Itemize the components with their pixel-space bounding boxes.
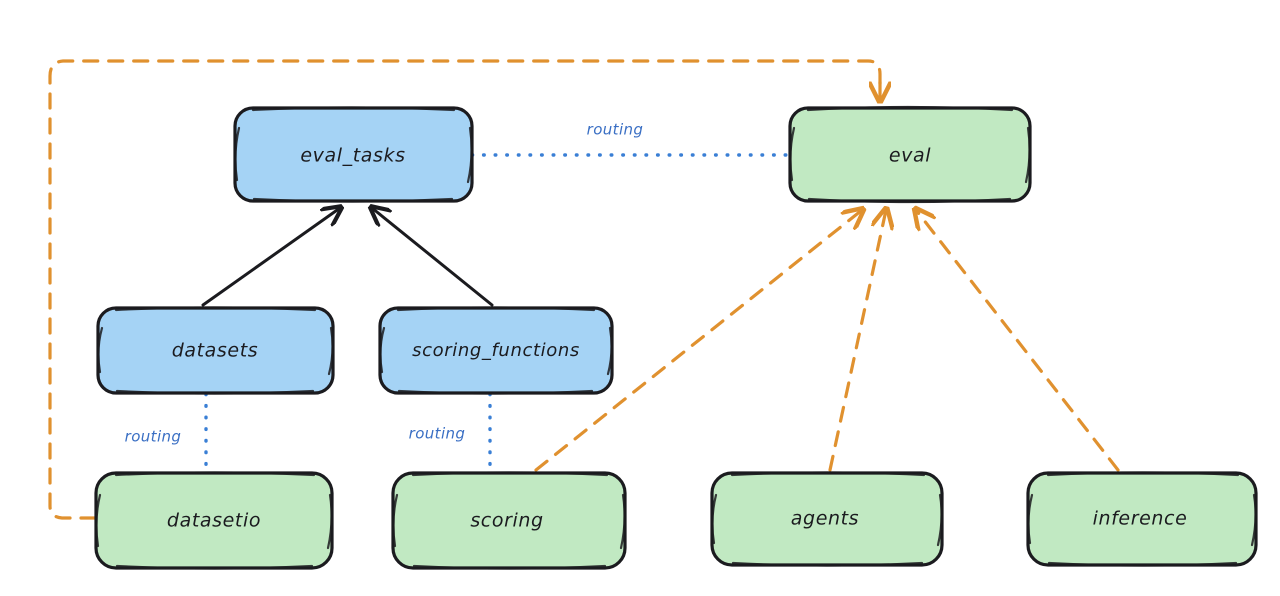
node-label-scoring: scoring	[470, 510, 543, 532]
edge-datasets-to-eval-tasks	[201, 208, 340, 307]
node-scoring[interactable]: scoring	[391, 471, 627, 570]
node-inference[interactable]: inference	[1026, 471, 1258, 567]
node-label-inference: inference	[1093, 508, 1188, 530]
node-label-eval: eval	[889, 145, 931, 167]
edge-agents-to-eval	[828, 210, 886, 472]
edge-inference-to-eval	[916, 210, 1120, 472]
edge-scoring-functions-to-eval-tasks	[372, 208, 494, 307]
edge-scoring-to-eval	[534, 210, 862, 472]
edge-label-routing-middle: routing	[409, 425, 466, 443]
node-label-datasetio: datasetio	[167, 510, 261, 532]
edge-label-routing-top: routing	[587, 121, 644, 139]
node-eval-tasks[interactable]: eval_tasks	[233, 106, 474, 203]
node-datasets[interactable]: datasets	[96, 306, 335, 395]
edge-label-routing-left: routing	[125, 428, 182, 446]
node-label-datasets: datasets	[172, 340, 259, 362]
node-datasetio[interactable]: datasetio	[94, 471, 334, 570]
node-label-scoring-functions: scoring_functions	[412, 340, 580, 361]
edge-datasetio-to-eval	[48, 59, 880, 520]
node-eval[interactable]: eval	[788, 105, 1032, 204]
node-scoring-functions[interactable]: scoring_functions	[378, 306, 614, 395]
node-label-eval-tasks: eval_tasks	[300, 145, 405, 167]
node-agents[interactable]: agents	[710, 471, 944, 567]
node-label-agents: agents	[791, 508, 859, 530]
